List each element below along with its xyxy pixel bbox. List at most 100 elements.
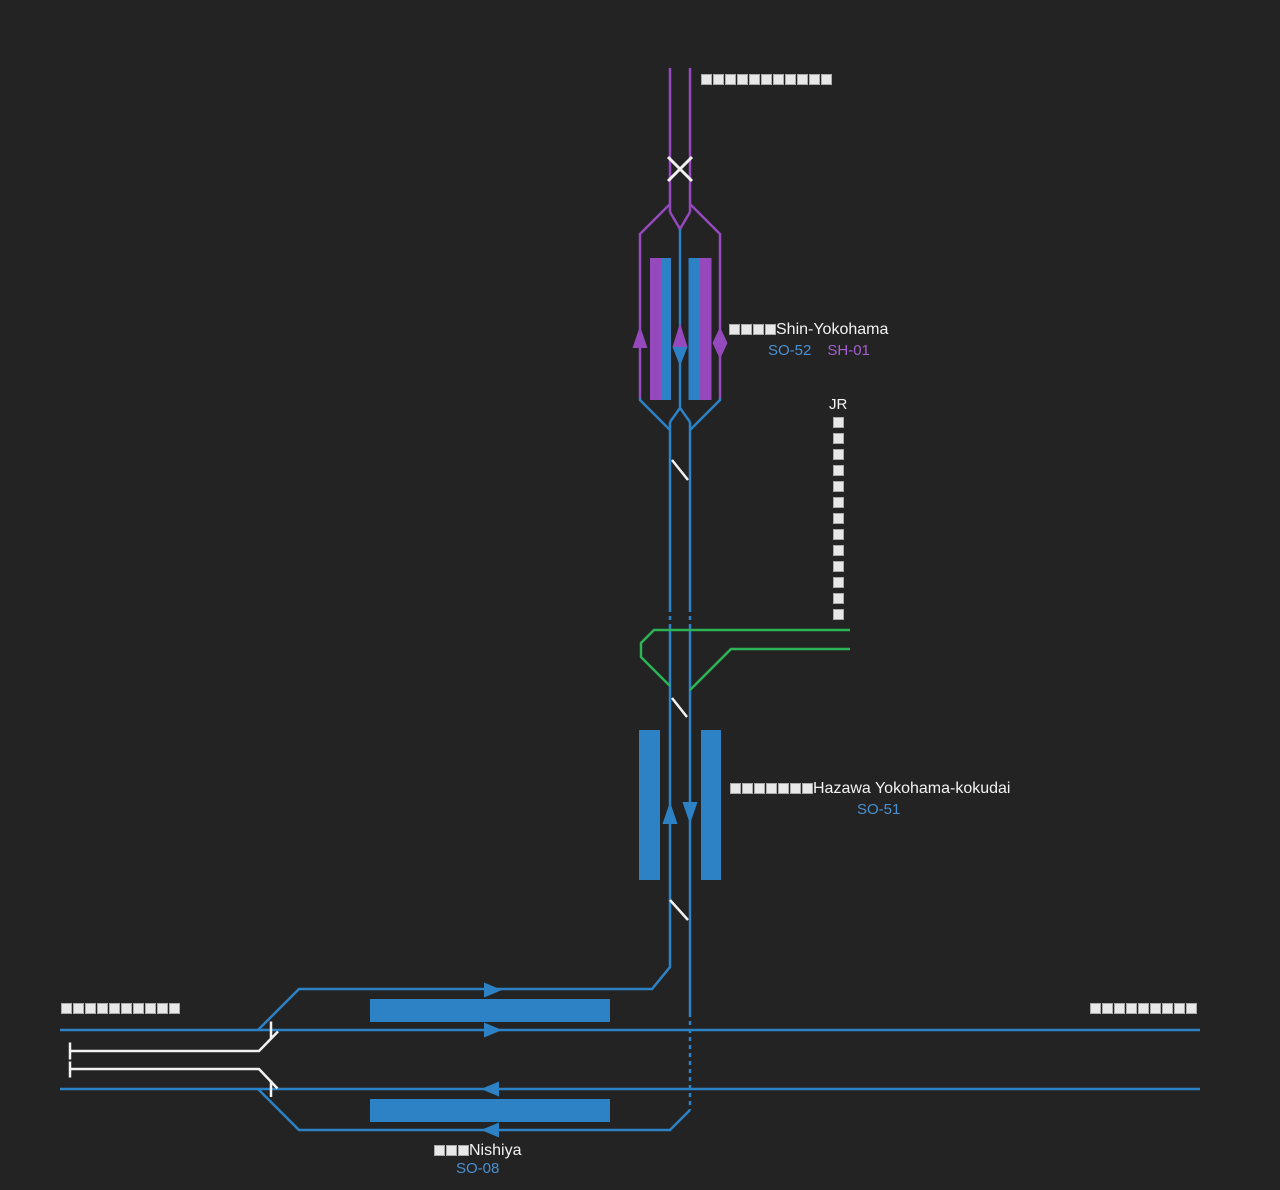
siding-track	[70, 1067, 279, 1090]
glyph-box	[766, 783, 777, 794]
glyph-box	[833, 481, 844, 492]
glyph-box	[797, 74, 808, 85]
station-name: Nishiya	[469, 1142, 522, 1159]
down-arrow-icon	[672, 347, 688, 366]
glyph-box	[790, 783, 801, 794]
glyph-box	[1138, 1003, 1149, 1014]
glyph-box	[833, 577, 844, 588]
jr-label: JR	[829, 396, 848, 413]
glyph-box	[121, 1003, 132, 1014]
station-code-so: SO-52	[768, 342, 812, 359]
glyph-box	[833, 433, 844, 444]
glyph-box	[97, 1003, 108, 1014]
glyph-box-row	[701, 74, 832, 85]
glyph-box	[109, 1003, 120, 1014]
jr-connection-tracks	[639, 628, 850, 691]
station-codes-shin-yokohama: SO-52 SH-01	[768, 343, 870, 359]
glyph-box	[754, 783, 765, 794]
station-name: Hazawa Yokohama-kokudai	[813, 780, 1011, 797]
glyph-box	[737, 74, 748, 85]
glyph-box	[833, 593, 844, 604]
glyph-box	[833, 609, 844, 620]
station-label-hazawa: Hazawa Yokohama-kokudai	[730, 780, 1010, 797]
siding-track	[70, 1030, 279, 1053]
glyph-box	[802, 783, 813, 794]
top-destination-label	[701, 74, 832, 85]
platform	[688, 258, 700, 400]
right-arrow-icon	[484, 1022, 502, 1038]
crossover-tick-icon	[671, 697, 688, 718]
station-label-shin-yokohama: Shin-Yokohama	[729, 321, 888, 338]
glyph-box	[833, 497, 844, 508]
glyph-box-column	[833, 417, 844, 620]
glyph-box	[434, 1145, 445, 1156]
jr-connection-lower	[689, 647, 850, 691]
glyph-box	[742, 783, 753, 794]
glyph-box	[73, 1003, 84, 1014]
jr-line-column	[833, 417, 844, 620]
glyph-box	[458, 1145, 469, 1156]
platform	[700, 258, 712, 400]
left-arrow-icon	[481, 1081, 499, 1097]
glyph-box	[778, 783, 789, 794]
glyph-box	[1186, 1003, 1197, 1014]
center-merge-right	[678, 211, 692, 230]
glyph-box	[169, 1003, 180, 1014]
glyph-box	[833, 449, 844, 460]
glyph-box-row	[729, 324, 776, 335]
outer-left-merge	[638, 398, 671, 431]
glyph-box	[85, 1003, 96, 1014]
glyph-box	[1126, 1003, 1137, 1014]
glyph-box	[725, 74, 736, 85]
bidirectional-arrow-icon	[712, 327, 728, 359]
glyph-box	[821, 74, 832, 85]
down-arrow-icon	[682, 802, 698, 824]
glyph-box	[133, 1003, 144, 1014]
glyph-box	[1162, 1003, 1173, 1014]
glyph-box	[1114, 1003, 1125, 1014]
glyph-box	[785, 74, 796, 85]
glyph-box	[1102, 1003, 1113, 1014]
glyph-box	[730, 783, 741, 794]
up-arrow-icon	[672, 323, 688, 347]
glyph-box	[713, 74, 724, 85]
glyph-box	[749, 74, 760, 85]
glyph-box	[753, 324, 764, 335]
glyph-box	[61, 1003, 72, 1014]
station-code-nishiya: SO-08	[456, 1161, 499, 1177]
center-merge-left	[668, 211, 682, 230]
glyph-box-row	[61, 1003, 180, 1014]
glyph-box-row	[434, 1145, 469, 1156]
glyph-box	[833, 513, 844, 524]
glyph-box	[446, 1145, 457, 1156]
glyph-box	[157, 1003, 168, 1014]
glyph-box	[833, 545, 844, 556]
station-code-so: SO-08	[456, 1160, 500, 1177]
glyph-box	[1150, 1003, 1161, 1014]
glyph-box	[809, 74, 820, 85]
glyph-box	[701, 74, 712, 85]
platform	[639, 730, 660, 880]
glyph-box	[1090, 1003, 1101, 1014]
right-arrow-icon	[484, 982, 502, 998]
glyph-box	[833, 529, 844, 540]
crossover-tick-icon	[671, 459, 689, 481]
south-split-right	[678, 407, 692, 423]
glyph-box	[729, 324, 740, 335]
glyph-box	[145, 1003, 156, 1014]
glyph-box	[741, 324, 752, 335]
crossover-stroke	[666, 155, 694, 183]
crossover-ticks	[669, 459, 689, 921]
shin-yokohama-station	[632, 229, 728, 423]
glyph-box-row	[730, 783, 813, 794]
nishiya-station	[60, 982, 1200, 1138]
platform	[650, 258, 661, 400]
outer-right-merge	[689, 398, 722, 431]
jr-connection-upper	[639, 628, 850, 687]
glyph-box	[773, 74, 784, 85]
crossover-x-icon	[666, 155, 694, 183]
platform	[370, 999, 610, 1022]
station-code-sh: SH-01	[827, 342, 870, 359]
